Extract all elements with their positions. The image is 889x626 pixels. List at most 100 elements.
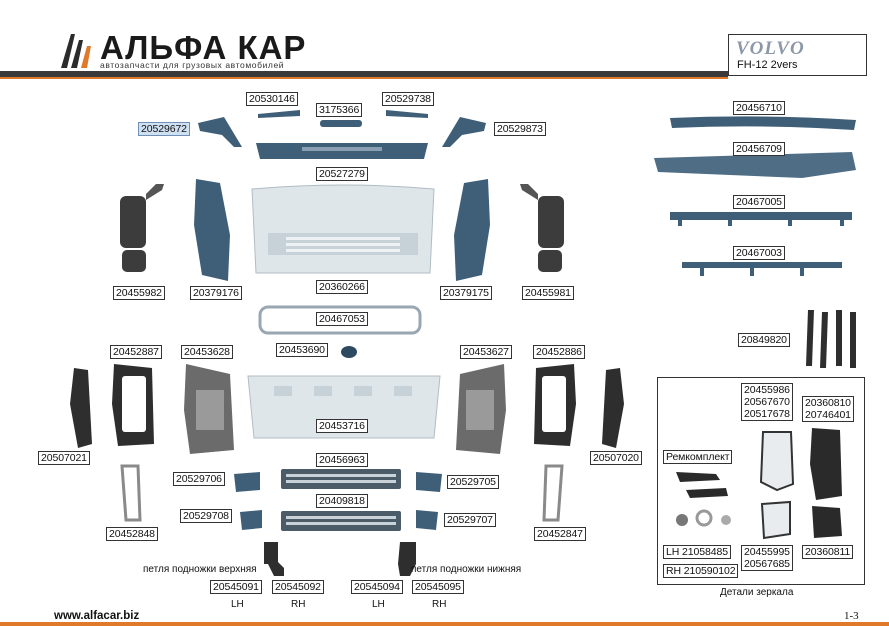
part-number-label[interactable]: 20455982 (113, 286, 165, 300)
part-number-label[interactable]: 3175366 (316, 103, 363, 117)
deflector-right-part-image (438, 113, 490, 149)
bumper-part-image (244, 372, 444, 442)
part-number-label[interactable]: 20452886 (533, 345, 585, 359)
header-accent-line (0, 77, 728, 79)
part-number-label[interactable]: 20530146 (246, 92, 298, 106)
part-number-label[interactable]: 20452848 (106, 527, 158, 541)
lower-grille-upper-part-image (278, 466, 404, 492)
part-number: 20517678 (744, 408, 790, 420)
header-bar (0, 71, 728, 77)
upper-bracket-part-image (668, 206, 854, 228)
mirror-glass-part-image (757, 428, 797, 494)
part-number-label[interactable]: 20545092 (272, 580, 324, 594)
part-number-label[interactable]: 20545091 (210, 580, 262, 594)
step-hinge-lower-part-image (394, 538, 424, 578)
side-bracket-left-part-image (66, 364, 96, 450)
small-glass-numbers[interactable]: 20455995 20567685 (741, 545, 793, 571)
part-number-label[interactable]: 20529705 (447, 475, 499, 489)
part-number: 20746401 (805, 409, 851, 421)
footer-accent-line (0, 622, 889, 626)
bracket-part-image (256, 106, 302, 120)
lower-bracket-part-image (680, 256, 844, 280)
part-number-label[interactable]: 20545095 (412, 580, 464, 594)
footer-url[interactable]: www.alfacar.biz (54, 610, 140, 622)
headlamp-housing-left-part-image (180, 360, 238, 460)
part-number-label[interactable]: 20379176 (190, 286, 242, 300)
cover-left-lower-part-image (236, 508, 266, 532)
bracket-set-part-image (800, 306, 862, 372)
part-number-label[interactable]: 20379175 (440, 286, 492, 300)
part-number-label[interactable]: 20452887 (110, 345, 162, 359)
brand-box (728, 34, 867, 76)
rh-caption: RH (432, 599, 447, 610)
rh-caption: RH (291, 599, 306, 610)
part-number-label[interactable]: 20456963 (316, 453, 368, 467)
small-mirror-cover-part-image (806, 502, 846, 542)
part-number-label[interactable]: 20529706 (173, 472, 225, 486)
mirror-glass-numbers[interactable]: 20455986 20567670 20517678 (741, 383, 793, 421)
logo-icon (57, 30, 97, 70)
part-number-label[interactable]: 20409818 (316, 494, 368, 508)
headlamp-frame-left-part-image (108, 360, 158, 450)
headlamp-housing-right-part-image (452, 360, 510, 460)
part-number-label[interactable]: 20467003 (733, 246, 785, 260)
lh-caption: LH (231, 599, 244, 610)
repair-kit-parts-image (666, 466, 746, 538)
part-number-label-selected[interactable]: 20529672 (138, 122, 190, 136)
step-hinge-lower-caption: петля подножки нижняя (411, 564, 522, 575)
mirror-parts-box (657, 377, 865, 585)
mirror-left-part-image (116, 180, 168, 276)
part-number-label[interactable]: 20453716 (316, 419, 368, 433)
part-number-label[interactable]: 20507021 (38, 451, 90, 465)
emblem-part-image (340, 344, 358, 360)
headlamp-frame-right-part-image (530, 360, 580, 450)
logo-text: АЛЬФА КАР (100, 29, 307, 66)
model-name: FH-12 2vers (737, 59, 798, 71)
part-number-label[interactable]: 20529708 (180, 509, 232, 523)
part-number-label[interactable]: 20456709 (733, 142, 785, 156)
part-number-label[interactable]: 20453627 (460, 345, 512, 359)
small-mirror-glass-part-image (756, 498, 796, 542)
part-number-label[interactable]: 20455981 (522, 286, 574, 300)
part-number-label[interactable]: 20452847 (534, 527, 586, 541)
sun-visor-part-image (668, 112, 858, 134)
part-number-label[interactable]: 20849820 (738, 333, 790, 347)
mirror-right-part-image (516, 180, 568, 276)
part-number-label[interactable]: 20453690 (276, 343, 328, 357)
cover-right-upper-part-image (412, 470, 446, 494)
part-number: 20567670 (744, 396, 790, 408)
part-number-label[interactable]: 20529738 (382, 92, 434, 106)
part-number-label[interactable]: 20360811 (802, 545, 854, 559)
step-hinge-upper-part-image (258, 538, 288, 578)
front-grille-part-image (248, 183, 438, 277)
repair-kit-label[interactable]: Ремкомплект (663, 450, 733, 464)
deflector-left-part-image (194, 113, 246, 149)
part-number-label[interactable]: 20527279 (316, 167, 368, 181)
cover-left-upper-part-image (230, 470, 264, 494)
cover-right-lower-part-image (412, 508, 442, 532)
step-hinge-upper-caption: петля подножки верхняя (143, 564, 257, 575)
part-number-label[interactable]: 20529707 (444, 513, 496, 527)
part-number: 20567685 (744, 558, 790, 570)
side-panel-right-part-image (446, 175, 494, 285)
part-number-label[interactable]: 20545094 (351, 580, 403, 594)
mirror-cover-numbers[interactable]: 20360810 20746401 (802, 396, 854, 422)
part-number-label[interactable]: 20467053 (316, 312, 368, 326)
part-number: 20455986 (744, 384, 790, 396)
part-number-label[interactable]: 20529873 (494, 122, 546, 136)
page-number: 1-3 (844, 610, 859, 622)
mirror-cover-part-image (806, 424, 846, 504)
lh-part-number[interactable]: LH 21058485 (663, 545, 731, 559)
lh-caption: LH (372, 599, 385, 610)
part-number-label[interactable]: 20467005 (733, 195, 785, 209)
part-number-label[interactable]: 20360266 (316, 280, 368, 294)
mirror-parts-caption: Детали зеркала (720, 587, 794, 598)
lower-grille-lower-part-image (278, 508, 404, 534)
part-number-label[interactable]: 20453628 (181, 345, 233, 359)
rh-part-number[interactable]: RH 210590102 (663, 564, 739, 578)
part-number: 20360810 (805, 397, 851, 409)
part-number-label[interactable]: 20456710 (733, 101, 785, 115)
part-number-label[interactable]: 20507020 (590, 451, 642, 465)
logo-subtitle: автозапчасти для грузовых автомобилей (100, 60, 285, 70)
bracket-part-image (384, 106, 430, 120)
